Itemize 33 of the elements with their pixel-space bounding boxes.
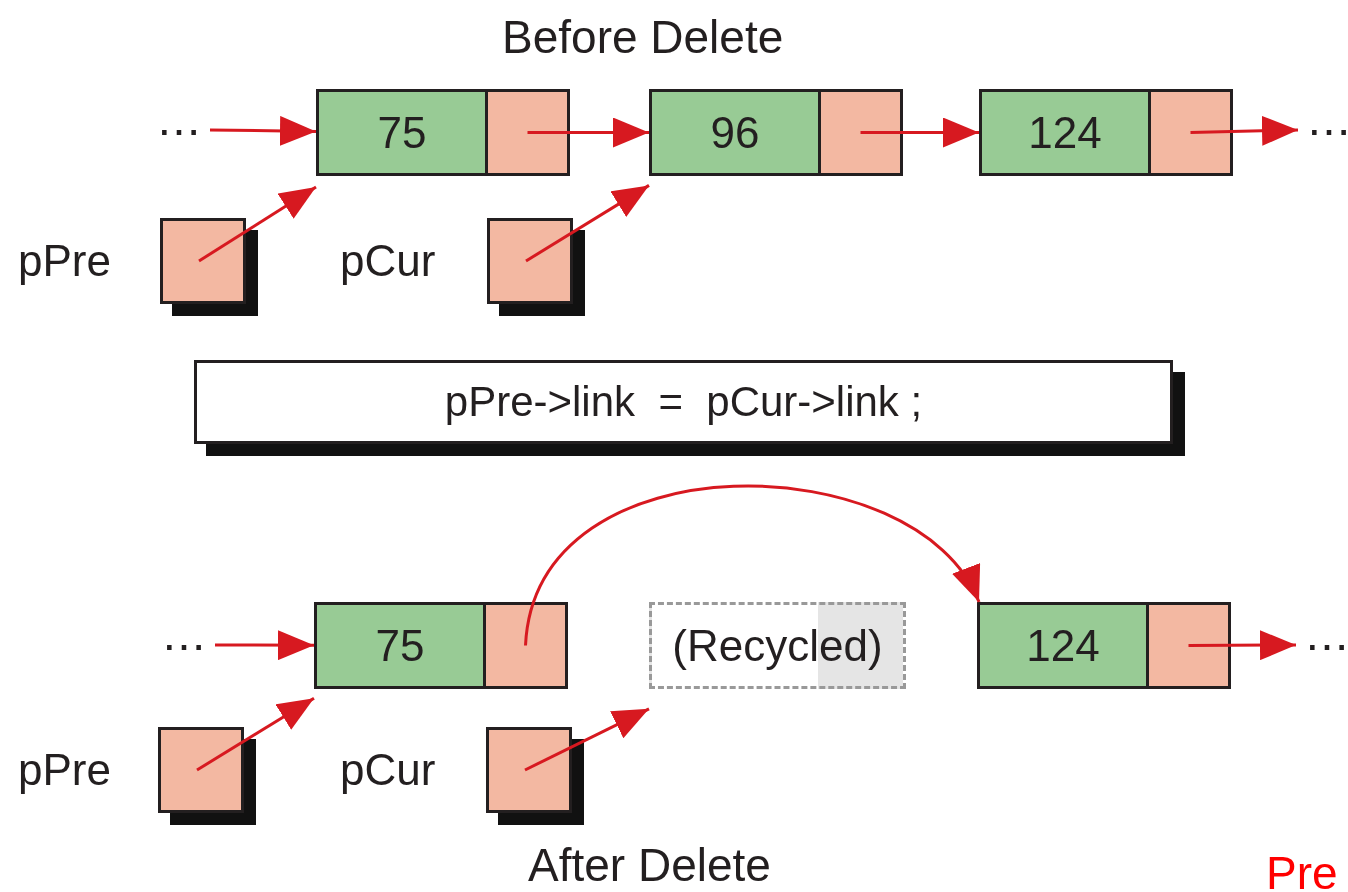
- section-heading: After Delete: [528, 842, 771, 888]
- link-field-box: [1148, 89, 1233, 176]
- link-field-box: [483, 602, 568, 689]
- pointer-name: pCur: [340, 239, 436, 283]
- pointer-name: pPre: [18, 239, 111, 283]
- arrow: [198, 185, 317, 263]
- link-field-box: [485, 89, 570, 176]
- pointer-name: pPre: [18, 748, 111, 792]
- note-text: Pre: [1266, 850, 1338, 892]
- data-field-box: 124: [979, 89, 1151, 176]
- arrow: [196, 696, 315, 772]
- arrow: [1188, 630, 1296, 661]
- data-field-box: 96: [649, 89, 821, 176]
- data-field-box: 75: [314, 602, 486, 689]
- data-field-box: 75: [316, 89, 488, 176]
- arrow: [215, 630, 314, 661]
- diagram-title: Before Delete: [502, 14, 784, 60]
- ellipsis-text: ⋯: [148, 105, 210, 155]
- arrow: [524, 707, 650, 772]
- arrow: [1190, 115, 1299, 146]
- ellipsis-text: ⋯: [153, 620, 215, 670]
- data-field-box: 124: [977, 602, 1149, 689]
- arrow: [209, 115, 317, 146]
- link-field-box: [1146, 602, 1231, 689]
- recycled-node-box: (Recycled): [649, 602, 906, 689]
- arrow: [524, 484, 981, 646]
- pointer-name: pCur: [340, 748, 436, 792]
- ellipsis-text: ⋯: [1296, 620, 1348, 670]
- arrow: [525, 184, 650, 263]
- arrow: [860, 117, 979, 148]
- ellipsis-text: ⋯: [1298, 105, 1348, 155]
- arrow: [527, 117, 649, 148]
- link-field-box: [818, 89, 903, 176]
